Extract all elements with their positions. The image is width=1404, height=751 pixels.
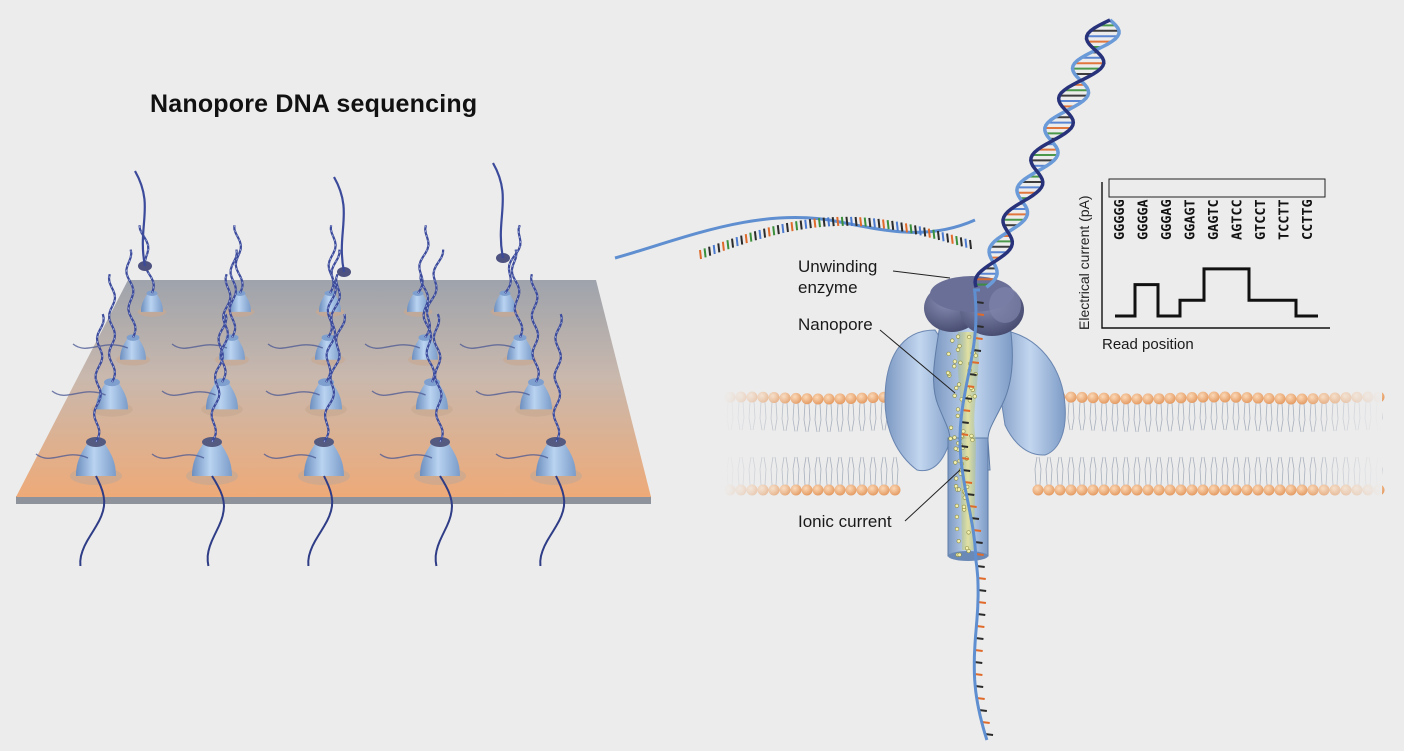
flow-cell-array [16,162,651,567]
flow-cell-substrate-side [16,496,651,504]
dna-molecule [72,249,137,349]
kmer-label: GGGAG [1159,199,1175,240]
dna-bases-incoming [699,216,972,260]
free-enzyme [134,170,152,271]
unwinding-leader [892,270,951,279]
dna-backbone-b [973,18,1111,288]
ionic-current-leader [904,469,961,522]
dna-molecule [417,225,430,294]
dna-molecule [364,249,445,349]
dna-molecule [35,313,106,567]
chart-axes [1101,182,1330,329]
nanopore-leader [879,329,956,394]
diagram-title: Nanopore DNA sequencing [150,90,478,118]
dna-molecule [265,273,341,396]
kmer-label: GAGTC [1206,199,1222,240]
flow-cell-pore [364,249,445,366]
unwinding-enzyme-label-line2: enzyme [798,278,858,297]
current-step-trace [1115,267,1318,318]
dna-molecule [161,273,232,396]
flow-cell-pore [475,274,557,417]
current-trace-chart: GGGGG GGGGA GGGAG GGAGT GAGTC AGTCC GTCCT TCCTT… [1076,178,1330,330]
pore-detail [614,18,1385,741]
flow-cell-pore [51,274,133,417]
dna-molecule [371,274,436,396]
dna-backbone-a [985,18,1121,289]
leader-lines [879,270,961,522]
dna-molecule [495,313,566,567]
kmer-label: CCTTG [1300,199,1316,240]
flow-cell-pore [459,249,537,366]
ionic-current-label: Ionic current [798,512,892,531]
dna-molecule [233,225,244,294]
free-enzyme [333,176,351,277]
dna-molecule [459,249,524,349]
kmer-label: GGGGG [1112,199,1128,240]
flow-cell-pore [495,313,582,567]
flow-cell-pore [72,249,150,366]
dna-molecule [504,224,522,294]
kmer-label: TCCTT [1277,199,1293,240]
dna-molecule [263,313,347,567]
flow-cell-pore [379,313,466,567]
unwinding-enzyme-label-line1: Unwinding [798,257,878,276]
kmer-label: GGAGT [1183,199,1199,240]
kmer-label: GGGGA [1136,199,1152,240]
unwinding-enzyme-label: Unwinding enzyme [798,256,877,298]
nanopore-protein [884,324,1066,561]
dna-molecule [151,313,228,567]
dna-molecule [379,313,454,567]
kmer-label: AGTCC [1230,199,1246,240]
flow-cell-pore [490,224,522,317]
dna-tail-incoming [614,215,976,260]
nanopore-label: Nanopore [798,315,873,334]
chart-xlabel: Read position [1102,336,1194,353]
chart-ylabel: Electrical current (pA) [1076,195,1092,330]
kmer-labels: GGGGG GGGGA GGGAG GGAGT GAGTC AGTCC GTCCT TCCTT… [1112,199,1316,240]
kmer-label: GTCCT [1253,199,1269,240]
dna-strand [958,18,1121,741]
dna-molecule [51,274,117,396]
free-enzyme [492,162,510,263]
flow-cell-pore [151,313,238,567]
dna-molecule [475,274,540,396]
dna-single-strand [958,288,989,741]
flow-cell-pore [263,313,350,567]
flow-cell-pore [35,313,122,567]
kmer-highlight-box [1108,178,1326,198]
